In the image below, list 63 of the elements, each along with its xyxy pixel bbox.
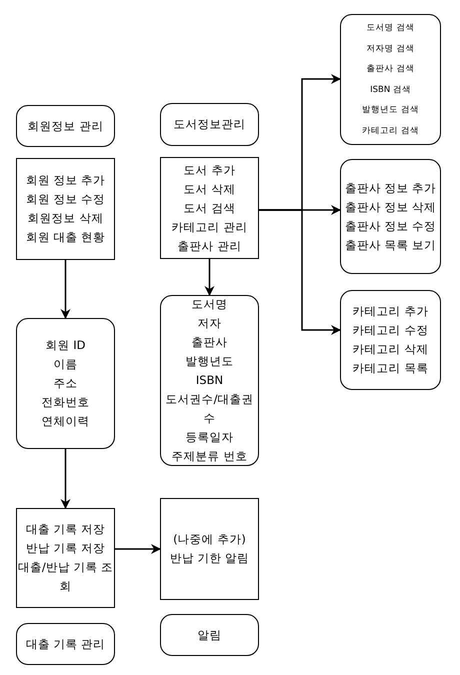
rounded-box — [16, 318, 115, 449]
box-text: 도서 삭제 — [184, 180, 236, 198]
rounded-box — [160, 614, 259, 656]
box-text: 카테고리 삭제 — [352, 341, 428, 358]
box-text: 이름 — [54, 356, 78, 373]
box-text: 대출/반납 기록 조회 — [17, 559, 114, 595]
box-text: 전화번호 — [42, 394, 90, 411]
box-text: 발행년도 검색 — [362, 104, 419, 117]
process-box — [16, 158, 115, 260]
box-text: 카테고리 관리 — [172, 218, 248, 236]
arrow — [259, 209, 341, 335]
box-text: ISBN 검색 — [370, 84, 411, 96]
box-text: 출판사 — [192, 334, 228, 351]
box-text: 회원 정보 수정 — [26, 191, 106, 208]
rounded-box — [340, 159, 441, 274]
box-text: (나중에 추가) — [173, 531, 246, 548]
box-text: 등록일자 — [186, 429, 234, 446]
box-text: 도서명 검색 — [366, 22, 414, 35]
box-text: 반납 기록 저장 — [26, 540, 106, 557]
box-text: 대출 기록 관리 — [26, 636, 106, 652]
box-text: 주소 — [54, 375, 78, 392]
box-text: 회원 ID — [46, 337, 86, 354]
rounded-box — [160, 295, 259, 466]
box-text: 출판사 검색 — [366, 63, 414, 76]
box-text: 회원정보 관리 — [28, 118, 104, 134]
box-text: 알림 — [198, 626, 222, 644]
rounded-box — [340, 14, 441, 145]
box-text: 출판사 정보 추가 — [344, 180, 436, 196]
process-box — [16, 508, 115, 608]
arrow — [60, 260, 70, 319]
box-text: 도서권수/대출권수 — [164, 391, 254, 427]
box-text: 도서 검색 — [184, 200, 236, 216]
box-text: 반납 기한 알림 — [170, 550, 250, 567]
box-text: 출판사 정보 삭제 — [344, 198, 436, 216]
process-box — [160, 157, 259, 259]
box-text: 저자 — [198, 315, 222, 332]
arrow — [60, 449, 70, 509]
rounded-box — [16, 623, 115, 665]
box-text: 도서명 — [192, 296, 228, 313]
box-text: 카테고리 추가 — [352, 303, 428, 320]
box-text: 대출 기록 저장 — [26, 521, 106, 538]
box-text: 주제분류 번호 — [172, 448, 248, 465]
box-text: 회원 정보 추가 — [26, 172, 106, 189]
box-text: 도서정보관리 — [174, 116, 246, 133]
box-text: 출판사 정보 수정 — [344, 218, 436, 234]
box-text: 카테고리 수정 — [352, 322, 428, 339]
box-text: 회원정보 삭제 — [28, 210, 104, 227]
box-text: 도서 추가 — [184, 162, 236, 178]
box-text: 발행년도 — [186, 353, 234, 370]
box-text: ISBN — [196, 372, 224, 389]
box-text: 회원 대출 현황 — [26, 229, 106, 246]
rounded-box — [160, 103, 259, 146]
box-text: 저자명 검색 — [366, 42, 414, 56]
arrow — [204, 259, 214, 296]
rounded-box — [16, 105, 115, 147]
box-text: 연체이력 — [42, 413, 90, 430]
box-text: 출판사 목록 보기 — [344, 236, 436, 254]
process-box — [160, 498, 259, 600]
box-text: 출판사 관리 — [178, 238, 242, 254]
arrow — [115, 544, 161, 554]
rounded-box — [340, 290, 441, 390]
box-text: 카테고리 목록 — [352, 360, 428, 377]
box-text: 카테고리 검색 — [362, 124, 419, 138]
